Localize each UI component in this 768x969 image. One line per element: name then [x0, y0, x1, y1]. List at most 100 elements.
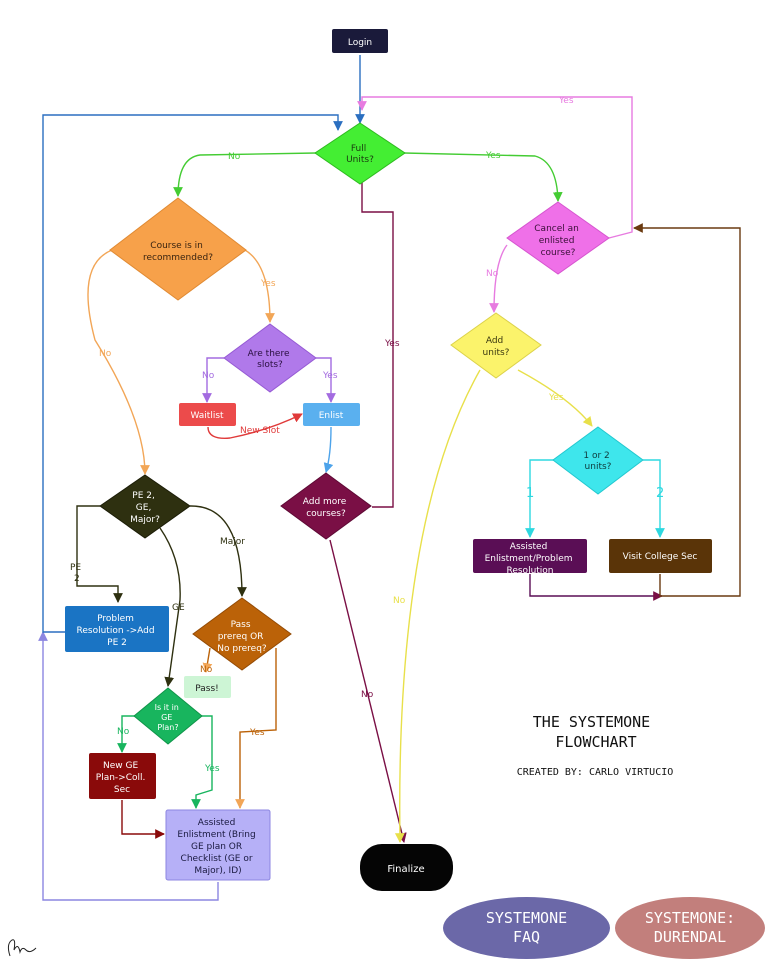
label-major: Major: [220, 537, 245, 547]
label-addunits-yes: Yes: [548, 393, 564, 403]
credit-text: CREATED BY: CARLO VIRTUCIO: [517, 767, 674, 778]
units-label-1: 1 or 2: [583, 451, 609, 461]
prereq-label-3: No prereq?: [217, 644, 267, 654]
add-more-label-2: courses?: [306, 509, 346, 519]
assisted-problem-label-1: Assisted: [510, 542, 548, 552]
enlist-label: Enlist: [319, 411, 344, 421]
label-addunits-no: No: [393, 596, 406, 606]
waitlist-node: Waitlist: [179, 403, 236, 426]
add-units-label-1: Add: [486, 336, 503, 346]
edge-visit-merge: [633, 223, 741, 597]
edge-addunits-yes: [517, 369, 593, 427]
new-ge-label-3: Sec: [114, 785, 130, 795]
units-label-2: units?: [585, 462, 612, 472]
problem-resolution-node: Problem Resolution ->Add PE 2: [65, 606, 169, 652]
edge-cancel-yes: [357, 96, 633, 239]
edge-ge-no: [117, 715, 136, 753]
slots-label-1: Are there: [248, 349, 290, 359]
faq-button-line-1: SYSTEMONE: [485, 909, 568, 927]
pe2-label-2: GE,: [136, 503, 152, 513]
svg-text:Cancel an enlisted: Cancel an enlisted course?: [534, 224, 581, 258]
svg-text:Assisted Enlistment/Prob: Assisted Enlistment/Problem Resolution: [485, 542, 576, 576]
label-slots-yes: Yes: [322, 371, 338, 381]
edge-slots-no: [202, 357, 224, 403]
new-ge-label-2: Plan->Coll.: [96, 773, 146, 783]
label-full-no: No: [228, 152, 241, 162]
cancel-enlisted-decision: Cancel an enlisted course?: [506, 201, 610, 275]
edge-addmore-no: [329, 539, 407, 843]
pass-label: Pass!: [195, 684, 219, 694]
label-addmore-no: No: [361, 690, 374, 700]
durendal-button-line-1: SYSTEMONE:: [644, 909, 736, 927]
faq-button-line-2: FAQ: [512, 928, 541, 946]
cancel-enlisted-label-1: Cancel an: [534, 224, 579, 234]
ge-plan-label-3: Plan?: [157, 723, 178, 732]
label-pe2-line1: PE: [70, 563, 81, 573]
svg-text:New GE Plan->Coll.: New GE Plan->Coll. Sec: [96, 761, 148, 795]
is-it-in-ge-decision: Is it in GE Plan?: [133, 687, 203, 745]
label-recommended-yes: Yes: [260, 279, 276, 289]
pass-node: Pass!: [184, 676, 231, 698]
edge-recommended-yes: [244, 249, 275, 323]
course-recommended-label-2: recommended?: [143, 253, 213, 263]
problem-resolution-label-2: Resolution ->Add: [77, 626, 155, 636]
edge-labels: No Yes Yes No Yes No No Yes New Slot Yes…: [70, 96, 664, 774]
connectors: [38, 55, 741, 901]
new-ge-label-1: New GE: [103, 761, 138, 771]
new-ge-plan-node: New GE Plan->Coll. Sec: [89, 753, 156, 799]
finalize-node: Finalize: [360, 844, 453, 891]
full-units-label-2: Units?: [346, 155, 374, 165]
edge-cancel-no: [489, 244, 508, 313]
pe2-label-1: PE 2,: [132, 491, 155, 501]
cancel-enlisted-label-3: course?: [541, 248, 576, 258]
edge-units-two: [643, 459, 665, 538]
edge-problem-loop: [42, 114, 343, 633]
slots-label-2: slots?: [257, 360, 283, 370]
one-or-two-units-decision: 1 or 2 units?: [552, 426, 644, 495]
assisted-bring-node: Assisted Enlistment (Bring GE plan OR Ch…: [165, 809, 271, 881]
svg-text:Are there slots?: Are there slots?: [248, 349, 293, 370]
edge-units-one: [525, 459, 555, 538]
title-line-2: FLOWCHART: [555, 733, 636, 751]
svg-text:Assisted Enlistment (Bri: Assisted Enlistment (Bring GE plan OR Ch…: [177, 818, 258, 876]
label-ge: GE: [172, 603, 185, 613]
full-units-decision: Full Units?: [314, 122, 406, 185]
ge-plan-label-1: Is it in: [155, 703, 179, 712]
systemone-faq-button[interactable]: SYSTEMONE FAQ: [443, 897, 610, 959]
assisted-bring-label-3: GE plan OR: [191, 842, 242, 852]
assisted-problem-label-3: Resolution: [506, 566, 553, 576]
edge-assisted-merge: [529, 574, 663, 601]
prereq-label-1: Pass: [231, 620, 251, 630]
are-there-slots-decision: Are there slots?: [223, 323, 317, 393]
waitlist-label: Waitlist: [190, 411, 224, 421]
add-units-label-2: units?: [483, 348, 510, 358]
assisted-problem-node: Assisted Enlistment/Problem Resolution: [473, 539, 587, 576]
enlist-node: Enlist: [303, 403, 360, 426]
add-units-decision: Add units?: [450, 312, 542, 379]
edge-new-slot: [207, 413, 303, 439]
title-line-1: THE SYSTEMONE: [533, 713, 650, 731]
svg-text:Full Units?: Full Units?: [346, 144, 374, 165]
edge-pe2: [76, 505, 123, 603]
label-units-one: 1: [526, 486, 534, 501]
visit-college-sec-label: Visit College Sec: [623, 552, 698, 562]
pass-prereq-decision: Pass prereq OR No prereq?: [192, 597, 292, 671]
assisted-bring-label-1: Assisted: [198, 818, 236, 828]
signature-icon: [7, 939, 37, 957]
edge-newge-assisted: [121, 800, 165, 839]
assisted-bring-label-4: Checklist (GE or: [181, 854, 253, 864]
label-prereq-yes: Yes: [249, 728, 265, 738]
assisted-bring-label-2: Enlistment (Bring: [177, 830, 255, 840]
finalize-label: Finalize: [387, 864, 424, 875]
svg-text:1 or 2 units?: 1 or 2 units?: [583, 451, 612, 472]
edge-enlist-addmore: [323, 426, 334, 473]
problem-resolution-label-3: PE 2: [107, 638, 127, 648]
label-ge-no: No: [117, 727, 130, 737]
pe2-ge-major-decision: PE 2, GE, Major?: [99, 474, 191, 539]
edge-major: [189, 505, 247, 597]
svg-text:Is it in GE Plan?: Is it in GE Plan?: [155, 703, 182, 732]
assisted-bring-label-5: Major), ID): [194, 866, 241, 876]
flowchart-title: THE SYSTEMONE FLOWCHART CREATED BY: CARL…: [517, 713, 674, 778]
systemone-durendal-button[interactable]: SYSTEMONE: DURENDAL: [615, 897, 765, 959]
